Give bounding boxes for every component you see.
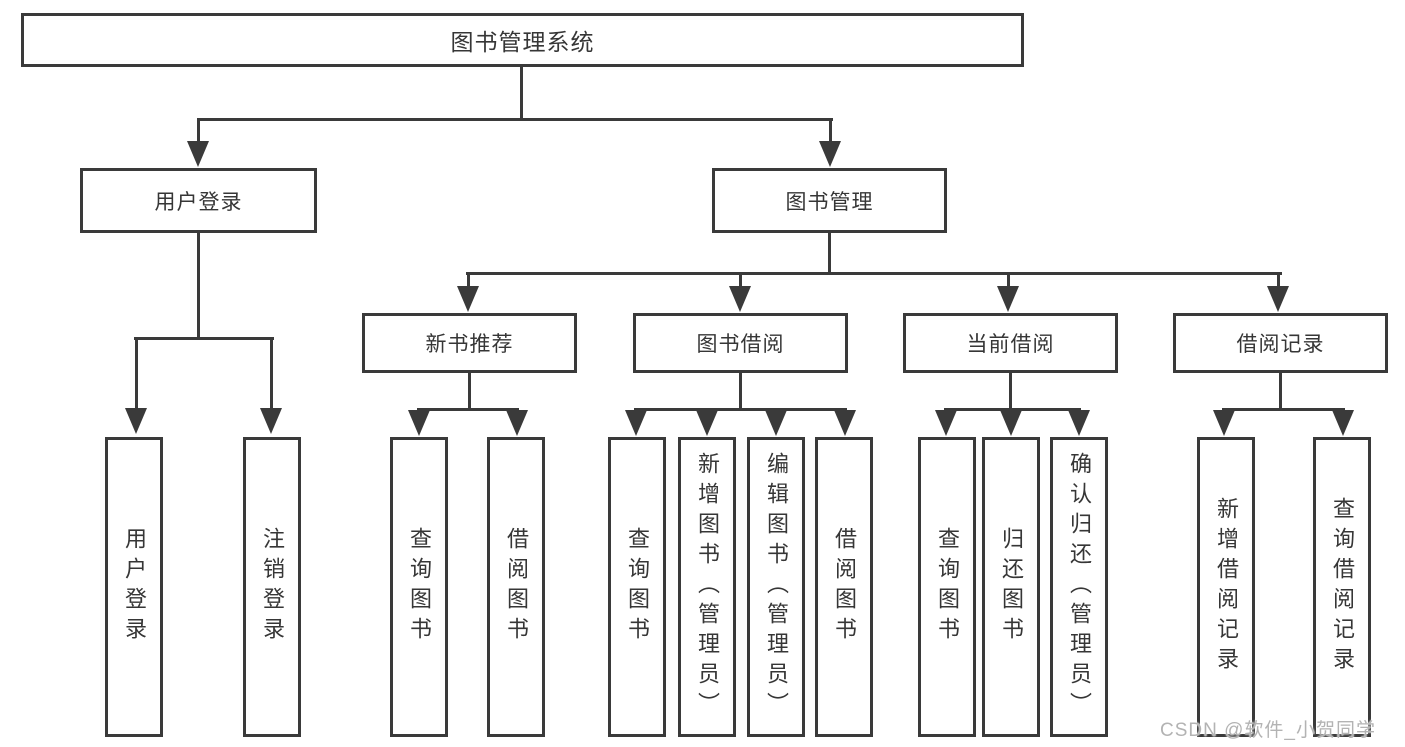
arrow-down-icon xyxy=(1267,286,1289,312)
connector-line xyxy=(468,373,471,411)
arrow-down-icon xyxy=(819,141,841,167)
connector-line xyxy=(417,408,519,411)
node-library-management-system: 图书管理系统 xyxy=(21,13,1024,67)
node-label: 查询借阅记录 xyxy=(1330,497,1355,677)
node-label: 借阅图书 xyxy=(504,527,529,647)
arrow-down-icon xyxy=(408,410,430,436)
arrow-stem xyxy=(945,408,948,410)
arrow-down-icon xyxy=(1068,410,1090,436)
csdn-watermark: CSDN @软件_小贺同学 xyxy=(1160,720,1376,741)
connector-line xyxy=(197,233,200,340)
node-borrowing-records: 借阅记录 xyxy=(1173,313,1388,373)
leaf-return-books: 归还图书 xyxy=(982,437,1040,737)
arrow-down-icon xyxy=(834,410,856,436)
node-label: 用户登录 xyxy=(154,190,243,214)
arrow-down-icon xyxy=(457,286,479,312)
connector-line xyxy=(134,337,274,340)
leaf-logout: 注销登录 xyxy=(243,437,301,737)
arrow-down-icon xyxy=(125,408,147,434)
node-label: 新增图书（管理员） xyxy=(695,452,720,722)
node-label: 归还图书 xyxy=(999,527,1024,647)
node-label: 借阅记录 xyxy=(1236,333,1325,356)
node-label: 查询图书 xyxy=(625,527,650,647)
arrow-stem xyxy=(270,337,273,408)
node-label: 借阅图书 xyxy=(832,527,857,647)
connector-line xyxy=(520,67,523,118)
node-label: 图书管理系统 xyxy=(450,29,595,55)
node-book-borrowing: 图书借阅 xyxy=(633,313,848,373)
connector-line xyxy=(634,408,846,411)
arrow-stem xyxy=(1010,408,1013,410)
node-current-borrowing: 当前借阅 xyxy=(903,313,1118,373)
arrow-down-icon xyxy=(997,286,1019,312)
arrow-down-icon xyxy=(625,410,647,436)
node-user-login-branch: 用户登录 xyxy=(80,168,317,233)
arrow-down-icon xyxy=(260,408,282,434)
arrow-down-icon xyxy=(1213,410,1235,436)
node-label: 当前借阅 xyxy=(966,333,1055,356)
leaf-query-books-recommend: 查询图书 xyxy=(390,437,448,737)
leaf-borrow-books-borrowing: 借阅图书 xyxy=(815,437,873,737)
arrow-stem xyxy=(1277,272,1280,286)
node-label: 编辑图书（管理员） xyxy=(764,452,789,722)
node-label: 注销登录 xyxy=(260,527,285,647)
node-label: 查询图书 xyxy=(407,527,432,647)
leaf-query-books-current: 查询图书 xyxy=(918,437,976,737)
connector-line xyxy=(739,373,742,411)
arrow-down-icon xyxy=(935,410,957,436)
leaf-user-login: 用户登录 xyxy=(105,437,163,737)
connector-line xyxy=(1279,373,1282,411)
node-new-book-recommendation: 新书推荐 xyxy=(362,313,577,373)
leaf-confirm-return-admin: 确认归还（管理员） xyxy=(1050,437,1108,737)
arrow-stem xyxy=(739,272,742,286)
arrow-down-icon xyxy=(765,410,787,436)
arrow-stem xyxy=(635,408,638,410)
node-label: 新书推荐 xyxy=(425,333,514,356)
connector-line xyxy=(1222,408,1344,411)
arrow-stem xyxy=(1007,272,1010,286)
arrow-stem xyxy=(844,408,847,410)
leaf-edit-books-admin: 编辑图书（管理员） xyxy=(747,437,805,737)
arrow-down-icon xyxy=(696,410,718,436)
leaf-borrow-books-recommend: 借阅图书 xyxy=(487,437,545,737)
arrow-down-icon xyxy=(1000,410,1022,436)
arrow-stem xyxy=(1078,408,1081,410)
arrow-stem xyxy=(1342,408,1345,410)
node-label: 图书借阅 xyxy=(696,333,785,356)
node-label: 确认归还（管理员） xyxy=(1067,452,1092,722)
node-label: 查询图书 xyxy=(935,527,960,647)
leaf-query-borrow-record: 查询借阅记录 xyxy=(1313,437,1371,737)
arrow-stem xyxy=(516,408,519,410)
leaf-query-books-borrowing: 查询图书 xyxy=(608,437,666,737)
connector-line xyxy=(197,118,833,121)
arrow-stem xyxy=(706,408,709,410)
arrow-stem xyxy=(197,118,200,141)
arrow-down-icon xyxy=(506,410,528,436)
arrow-stem xyxy=(135,337,138,408)
arrow-stem xyxy=(418,408,421,410)
arrow-down-icon xyxy=(729,286,751,312)
connector-line xyxy=(466,272,1282,275)
arrow-down-icon xyxy=(187,141,209,167)
leaf-add-books-admin: 新增图书（管理员） xyxy=(678,437,736,737)
node-label: 图书管理 xyxy=(785,190,874,214)
connector-line xyxy=(1009,373,1012,411)
node-book-management-branch: 图书管理 xyxy=(712,168,947,233)
arrow-stem xyxy=(829,118,832,141)
arrow-down-icon xyxy=(1332,410,1354,436)
connector-line xyxy=(828,233,831,275)
node-label: 用户登录 xyxy=(122,527,147,647)
leaf-add-borrow-record: 新增借阅记录 xyxy=(1197,437,1255,737)
arrow-stem xyxy=(775,408,778,410)
arrow-stem xyxy=(1223,408,1226,410)
arrow-stem xyxy=(467,272,470,286)
node-label: 新增借阅记录 xyxy=(1214,497,1239,677)
